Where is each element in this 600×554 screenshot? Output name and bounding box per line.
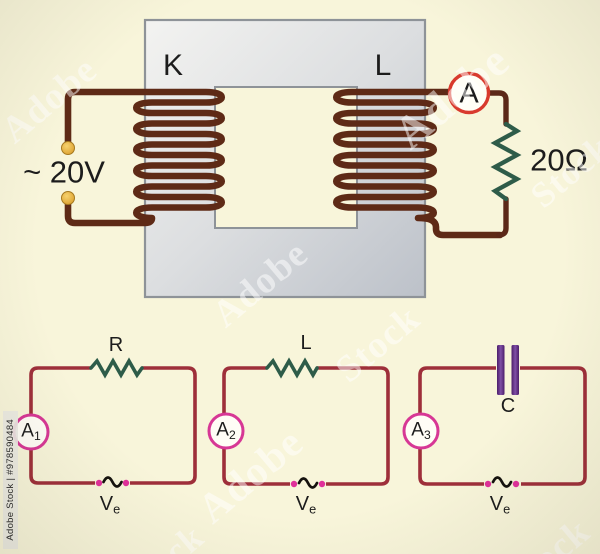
source2-terminal-right — [318, 480, 326, 488]
resistor-r — [89, 357, 144, 379]
ammeter2-dial — [207, 412, 245, 450]
l-circuit-loop — [222, 366, 390, 486]
source3-terminal-right — [512, 480, 520, 488]
ammeter3-dial — [402, 412, 440, 450]
capacitor-plate-right — [511, 345, 519, 395]
source-terminal-top — [61, 141, 75, 155]
r-circuit-loop — [29, 366, 197, 485]
source2-tilde-icon — [297, 477, 319, 489]
source1-terminal-right — [122, 479, 130, 487]
ammeter1-dial — [12, 413, 50, 451]
secondary-coil — [332, 88, 504, 239]
source-terminal-bottom — [61, 191, 75, 205]
source1-terminal-left — [95, 479, 103, 487]
load-circuit-wire — [484, 90, 509, 238]
watermark-id-text: Adobe Stock | #978590484 — [5, 419, 16, 541]
load-resistor — [490, 121, 522, 202]
source3-tilde-icon — [491, 476, 513, 488]
capacitor-plate-left — [497, 345, 505, 395]
primary-coil — [64, 88, 226, 227]
ammeter-dial — [447, 71, 491, 115]
source3-terminal-left — [484, 480, 492, 488]
source2-terminal-left — [290, 480, 298, 488]
watermark-id-bar: Adobe Stock | #978590484 — [3, 411, 18, 549]
inductor-l — [265, 357, 319, 379]
source1-tilde-icon — [102, 476, 123, 488]
